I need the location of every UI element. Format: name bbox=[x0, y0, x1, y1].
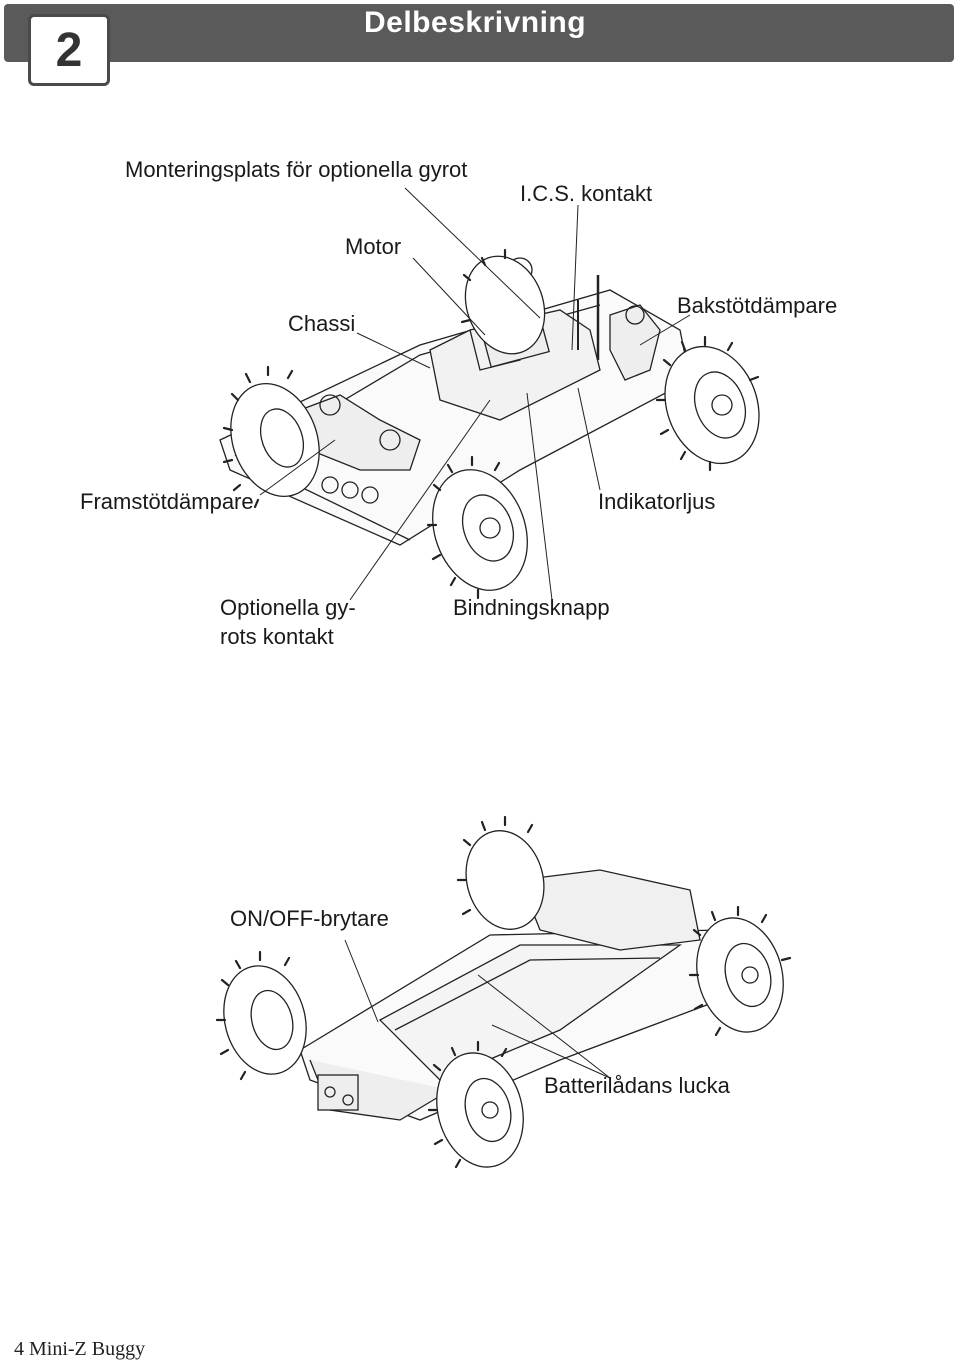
indicator-light-label: Indikatorljus bbox=[598, 489, 716, 514]
gyro-mount-label: Monteringsplats för optionella gyrot bbox=[125, 157, 468, 182]
gyro-connector-label-line1: Optionella gy- bbox=[220, 595, 356, 620]
bind-button-label: Bindningsknapp bbox=[453, 595, 610, 620]
page-footer: 4 Mini-Z Buggy bbox=[14, 1338, 146, 1360]
power-switch-label: ON/OFF-brytare bbox=[230, 906, 389, 931]
rear-damper-label: Bakstötdämpare bbox=[677, 293, 838, 318]
motor-label: Motor bbox=[345, 234, 402, 259]
section-number-badge: 2 bbox=[28, 14, 110, 86]
battery-cover-label: Batterilådans lucka bbox=[544, 1073, 730, 1098]
gyro-connector-label-line2: rots kontakt bbox=[220, 624, 334, 649]
header-bar bbox=[4, 4, 954, 62]
chassis-label: Chassi bbox=[288, 311, 356, 336]
front-damper-label: Framstötdämpare bbox=[80, 489, 254, 514]
page-title: Delbeskrivning bbox=[364, 6, 587, 39]
ics-connector-label: I.C.S. kontakt bbox=[520, 181, 653, 206]
